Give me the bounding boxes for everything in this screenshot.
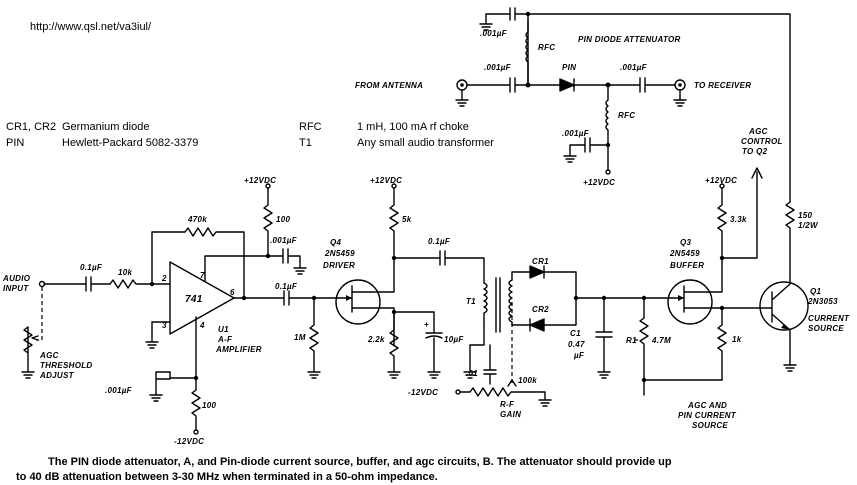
opamp-741-icon xyxy=(169,261,235,335)
label-audio-input-1: AUDIO xyxy=(2,274,31,283)
label-r-22k: 2.2k xyxy=(367,335,385,344)
label-v12-neg-a: -12VDC xyxy=(174,437,204,446)
buffer-section: C1 0.47 µF R1 4.7M +12VDC 3.3k Q3 2N5459… xyxy=(568,176,761,430)
label-c1-unit: µF xyxy=(573,351,585,360)
label-v12-c: +12VDC xyxy=(705,176,737,185)
label-q3-part: 2N5459 xyxy=(669,249,700,258)
legend-desc-cr: Germanium diode xyxy=(62,121,149,133)
label-cap-001-c: .001µF xyxy=(620,63,648,72)
label-from-antenna: FROM ANTENNA xyxy=(355,81,423,90)
label-agc-pin-1: AGC AND xyxy=(687,401,727,410)
label-c1: C1 xyxy=(570,329,581,338)
label-c1-val: 0.47 xyxy=(568,340,585,349)
label-pin3: 3 xyxy=(162,321,167,330)
label-r-470k: 470k xyxy=(187,215,207,224)
label-pin-diode: PIN xyxy=(562,63,576,72)
label-pin2: 2 xyxy=(161,274,167,283)
label-r-33k: 3.3k xyxy=(730,215,747,224)
label-cap-plus: + xyxy=(424,320,429,329)
label-q3-buffer: BUFFER xyxy=(670,261,704,270)
label-q4-driver: DRIVER xyxy=(323,261,355,270)
legend-ref-t1: T1 xyxy=(299,137,312,149)
caption-line-2: to 40 dB attenuation between 3-30 MHz wh… xyxy=(16,471,438,483)
label-pin-attenuator: PIN DIODE ATTENUATOR xyxy=(578,35,681,44)
legend-desc-rfc: 1 mH, 100 mA rf choke xyxy=(357,121,469,133)
label-agc-threshold-1: AGC xyxy=(39,351,59,360)
agc-control-output: AGC CONTROL TO Q2 xyxy=(721,127,783,259)
label-q1: Q1 xyxy=(810,287,822,296)
label-u1: U1 xyxy=(218,325,229,334)
label-cr2: CR2 xyxy=(532,305,549,314)
label-audio-input-2: INPUT xyxy=(3,284,29,293)
label-agc-threshold-2: THRESHOLD xyxy=(40,361,92,370)
label-agc-threshold-3: ADJUST xyxy=(39,371,75,380)
label-r-1m: 1M xyxy=(294,333,306,342)
pin-attenuator-section: PIN DIODE ATTENUATOR FROM ANTENNA TO REC… xyxy=(355,7,791,203)
label-cap-001-d: .001µF xyxy=(562,129,590,138)
label-rf-gain-1: R-F xyxy=(500,400,515,409)
label-r-100-b: 100 xyxy=(202,401,216,410)
label-q1-part: 2N3053 xyxy=(807,297,838,306)
label-q3: Q3 xyxy=(680,238,692,247)
label-u1-amplifier: AMPLIFIER xyxy=(215,345,262,354)
label-r-150-power: 1/2W xyxy=(798,221,819,230)
caption-line-1: The PIN diode attenuator, A, and Pin-dio… xyxy=(48,456,672,468)
legend-desc-pin: Hewlett-Packard 5082-3379 xyxy=(62,137,198,149)
q1-transistor-icon xyxy=(759,281,809,331)
label-r-5k: 5k xyxy=(402,215,412,224)
source-url: http://www.qsl.net/va3iul/ xyxy=(30,21,152,33)
label-t1: T1 xyxy=(466,297,476,306)
label-q1-current: CURRENT xyxy=(808,314,850,323)
label-q4-part: 2N5459 xyxy=(324,249,355,258)
label-v12-a: +12VDC xyxy=(244,176,276,185)
label-rf-gain-2: GAIN xyxy=(500,410,521,419)
label-r-100-a: 100 xyxy=(276,215,290,224)
label-r-1k: 1k xyxy=(732,335,742,344)
label-r-47m: 4.7M xyxy=(651,336,671,345)
label-cap-01-a: 0.1µF xyxy=(80,263,103,272)
q3-transistor-icon xyxy=(667,279,713,325)
label-r-150: 150 xyxy=(798,211,812,220)
label-agc-control-1: AGC xyxy=(748,127,768,136)
label-to-receiver: TO RECEIVER xyxy=(694,81,751,90)
label-rfc-low: RFC xyxy=(618,111,635,120)
legend-ref-cr: CR1, CR2 xyxy=(6,121,56,133)
label-agc-control-3: TO Q2 xyxy=(742,147,768,156)
label-u1-af: A-F xyxy=(217,335,233,344)
q4-driver-section: +12VDC 5k Q4 2N5459 DRIVER 0.1µF 2.2k + … xyxy=(323,176,579,419)
label-pin6: 6 xyxy=(230,288,235,297)
label-rfc-top: RFC xyxy=(538,43,555,52)
q4-transistor-icon xyxy=(335,279,381,325)
label-cap-01-c: 0.1µF xyxy=(428,237,451,246)
label-pin4: 4 xyxy=(199,321,205,330)
label-cap-001-a: .001µF xyxy=(480,29,508,38)
label-cap-01-b: 0.1µF xyxy=(275,282,298,291)
label-cap-001-e: .001µF xyxy=(270,236,298,245)
label-q4: Q4 xyxy=(330,238,342,247)
label-q1-source: SOURCE xyxy=(808,324,844,333)
label-v12-b: +12VDC xyxy=(370,176,402,185)
label-opamp-741: 741 xyxy=(185,294,203,305)
label-v12-pin: +12VDC xyxy=(583,178,615,187)
label-c-10uf: 10µF xyxy=(444,335,464,344)
label-r1: R1 xyxy=(626,336,637,345)
label-cap-001-b: .001µF xyxy=(484,63,512,72)
label-pin7: 7 xyxy=(200,271,205,280)
label-cap-01-d: .01 xyxy=(466,369,478,378)
label-cr1: CR1 xyxy=(532,257,549,266)
label-r-10k: 10k xyxy=(118,268,132,277)
label-agc-control-2: CONTROL xyxy=(741,137,783,146)
label-r-100k: 100k xyxy=(518,376,537,385)
label-agc-pin-3: SOURCE xyxy=(692,421,728,430)
label-v12-neg-b: -12VDC xyxy=(408,388,438,397)
audio-amplifier-section: AUDIO INPUT 0.1µF 10k 470k 2 3 7 6 4 741… xyxy=(2,176,339,446)
legend-ref-rfc: RFC xyxy=(299,121,322,133)
q1-current-source-section: 150 1/2W Q1 2N3053 CURRENT SOURCE xyxy=(759,201,850,372)
legend-ref-pin: PIN xyxy=(6,137,24,149)
label-cap-001-f: .001µF xyxy=(105,386,133,395)
legend-desc-t1: Any small audio transformer xyxy=(357,137,494,149)
label-agc-pin-2: PIN CURRENT xyxy=(678,411,737,420)
